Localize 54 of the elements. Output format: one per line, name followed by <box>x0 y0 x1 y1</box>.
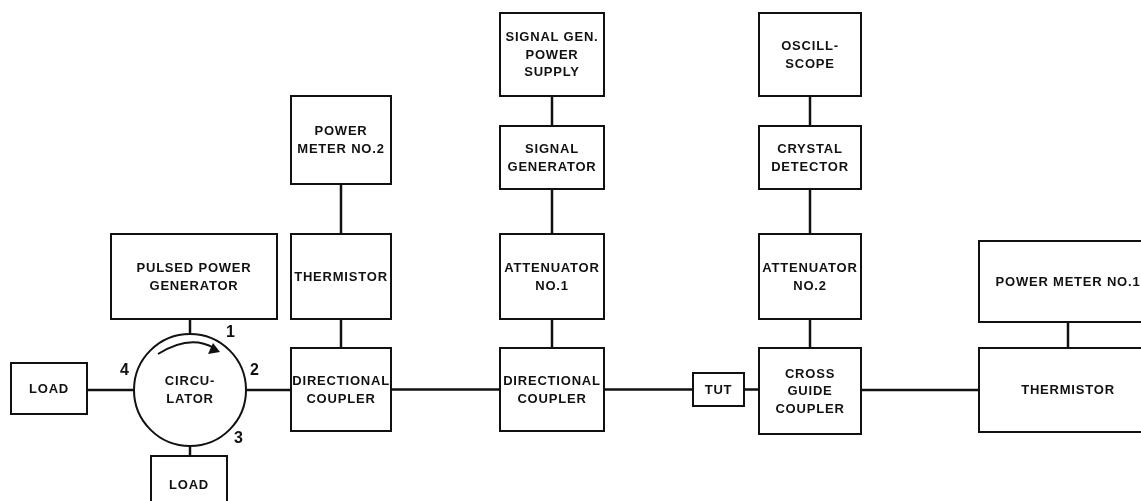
block-box <box>499 125 605 190</box>
block-label: PULSED POWER GENERATOR <box>135 258 253 295</box>
port-number: 1 <box>226 324 235 340</box>
block-box <box>290 95 392 185</box>
block-box <box>150 455 228 501</box>
connector-line <box>605 388 692 391</box>
connector-line <box>339 320 343 347</box>
block-label: THERMISTOR <box>1021 381 1115 399</box>
block-label: THERMISTOR <box>294 267 388 286</box>
block-box <box>499 347 605 432</box>
block-label: CRYSTAL DETECTOR <box>770 139 850 176</box>
block-box <box>758 233 862 320</box>
block-label: LOAD <box>29 379 69 398</box>
block-label: TUT <box>704 380 733 399</box>
block-label: CIRCU- LATOR <box>163 372 217 408</box>
connector-line <box>550 190 554 233</box>
block-label: POWER METER NO.2 <box>296 122 386 158</box>
block-label: SIGNAL GEN. POWER SUPPLY <box>504 28 600 81</box>
block-box <box>110 233 278 320</box>
port-number: 2 <box>250 362 259 378</box>
block-label: CROSS GUIDE COUPLER <box>774 364 846 418</box>
block-box <box>10 362 88 415</box>
block-label: POWER METER NO.1 <box>995 272 1141 291</box>
block-label: OSCILL- SCOPE <box>780 36 840 73</box>
connector-line <box>550 97 554 125</box>
block-label: ATTENUATOR NO.1 <box>503 258 601 295</box>
block-label: DIRECTIONAL COUPLER <box>292 371 390 408</box>
port-number: 3 <box>234 430 243 446</box>
block-box <box>978 347 1141 433</box>
port-number: 4 <box>120 362 129 378</box>
connector-line <box>808 320 812 347</box>
block-label: LOAD <box>169 476 209 494</box>
connector-line <box>862 388 978 392</box>
connector-line <box>808 190 812 233</box>
connector-line <box>392 388 499 391</box>
block-label: ATTENUATOR NO.2 <box>762 258 858 295</box>
block-box <box>692 372 745 407</box>
block-box <box>758 12 862 97</box>
block-box <box>978 240 1141 323</box>
connector-line <box>550 320 554 347</box>
connector-line <box>339 185 343 233</box>
block-box <box>290 347 392 432</box>
connector-line <box>745 388 758 391</box>
block-box <box>758 125 862 190</box>
connector-line <box>88 388 133 392</box>
connector-line <box>808 97 812 125</box>
block-box <box>758 347 862 435</box>
connector-line <box>1066 323 1070 347</box>
block-box <box>290 233 392 320</box>
block-box <box>499 233 605 320</box>
block-label: DIRECTIONAL COUPLER <box>503 371 601 408</box>
block-label: SIGNAL GENERATOR <box>506 139 598 176</box>
block-box <box>499 12 605 97</box>
connector-line <box>247 388 290 392</box>
